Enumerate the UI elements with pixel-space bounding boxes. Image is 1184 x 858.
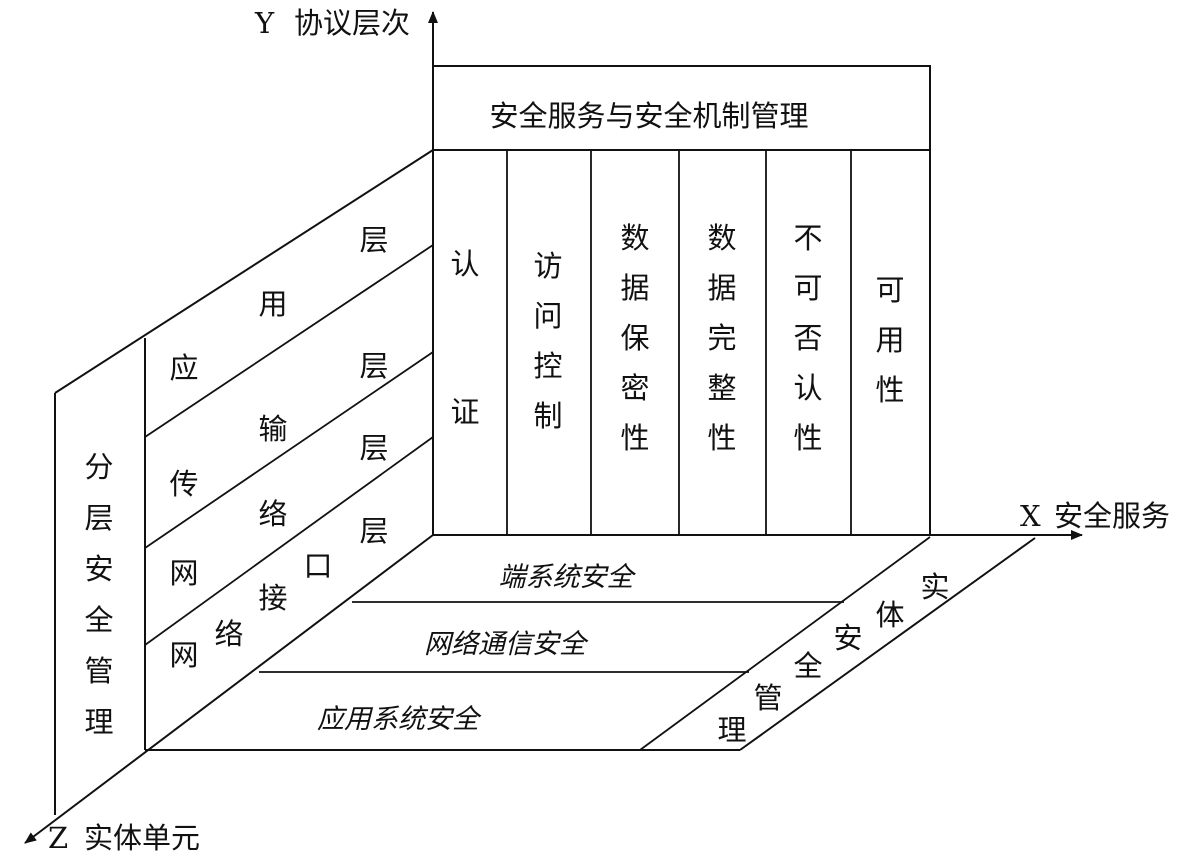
- layered-security-management: 分 层 安 全 管 理: [84, 450, 113, 739]
- col-data-integrity-char: 性: [707, 421, 736, 455]
- col-availability-char: 性: [875, 373, 904, 407]
- floor: 端系统安全 网络通信安全 应用系统安全: [145, 536, 1036, 751]
- network-interface-layer-char: 接: [258, 581, 287, 615]
- col-data-confidentiality-char: 数: [620, 221, 649, 255]
- col-data-integrity-char: 整: [707, 371, 736, 405]
- end-system-security-label: 端系统安全: [499, 562, 637, 593]
- application-layer-char: 用: [258, 287, 287, 321]
- layer-divider: [144, 351, 434, 549]
- application-layer-char: 应: [169, 351, 198, 385]
- left-wall: [54, 149, 434, 815]
- transport-layer-char: 传: [169, 467, 198, 501]
- col-data-integrity-char: 完: [707, 321, 736, 355]
- entity-mgmt-char: 安: [833, 621, 862, 655]
- col-access-control-char: 问: [533, 299, 562, 333]
- col-data-confidentiality-char: 保: [620, 321, 649, 355]
- col-authentication-char: 认: [450, 247, 479, 281]
- network-interface-layer-char: 络: [214, 617, 243, 651]
- layered-mgmt-char: 层: [84, 501, 113, 535]
- entity-security-management: 实 体 安 全 管 理: [717, 570, 949, 747]
- left-wall-top-edge: [54, 149, 434, 394]
- x-axis-label: 安全服务: [1054, 499, 1170, 533]
- network-interface-layer-char: 网: [169, 638, 198, 672]
- col-data-confidentiality-char: 性: [620, 421, 649, 455]
- col-data-confidentiality-char: 据: [620, 271, 649, 305]
- z-axis-line: [24, 534, 434, 844]
- layer-divider: [144, 436, 434, 646]
- network-comm-security-label: 网络通信安全: [424, 629, 589, 660]
- protocol-layers: 应 用 层 传 输 层 网 络 层 网 络 接 口 层: [169, 223, 388, 672]
- transport-layer-char: 层: [359, 349, 388, 383]
- entity-mgmt-char: 体: [875, 598, 904, 632]
- col-data-confidentiality-char: 密: [620, 371, 649, 405]
- col-non-repudiation-char: 否: [793, 321, 822, 355]
- col-non-repudiation-char: 不: [793, 221, 822, 255]
- z-axis-label: 实体单元: [84, 821, 200, 855]
- x-axis-letter: X: [1020, 499, 1041, 533]
- layered-mgmt-char: 管: [84, 654, 113, 688]
- layer-divider: [144, 244, 434, 438]
- network-layer-char: 络: [258, 497, 287, 531]
- network-layer-char: 网: [169, 556, 198, 590]
- layered-mgmt-char: 安: [84, 552, 113, 586]
- y-axis-label: 协议层次: [294, 6, 410, 40]
- network-interface-layer-char: 层: [359, 514, 388, 548]
- col-authentication-char: 证: [450, 395, 479, 429]
- col-availability-char: 用: [875, 323, 904, 357]
- col-data-integrity-char: 据: [707, 271, 736, 305]
- col-availability-char: 可: [875, 273, 904, 307]
- transport-layer-char: 输: [258, 412, 287, 446]
- entity-mgmt-char: 实: [920, 570, 949, 604]
- network-layer-char: 层: [359, 431, 388, 465]
- col-access-control-char: 访: [533, 249, 562, 283]
- layered-mgmt-char: 全: [84, 603, 113, 637]
- floor-right-edge: [739, 537, 1036, 751]
- col-data-integrity-char: 数: [707, 221, 736, 255]
- entity-strip-divider: [639, 536, 931, 751]
- header-box: [432, 65, 931, 151]
- col-access-control-char: 控: [533, 349, 562, 383]
- y-axis-letter: Y: [254, 6, 275, 40]
- z-axis-letter: Z: [48, 821, 68, 855]
- application-system-security-label: 应用系统安全: [317, 704, 482, 735]
- layered-mgmt-char: 理: [84, 705, 113, 739]
- entity-mgmt-char: 管: [753, 681, 782, 715]
- network-interface-layer-char: 口: [303, 549, 332, 583]
- header-title: 安全服务与安全机制管理: [489, 99, 808, 133]
- layered-mgmt-char: 分: [84, 450, 113, 484]
- col-non-repudiation-char: 认: [793, 371, 822, 405]
- service-columns: 认 证 访 问 控 制 数 据 保 密 性 数 据 完 整 性 不 可 否 认 …: [450, 221, 904, 455]
- back-wall: 安全服务与安全机制管理: [432, 65, 931, 535]
- application-layer-char: 层: [359, 223, 388, 257]
- col-access-control-char: 制: [533, 399, 562, 433]
- entity-mgmt-char: 理: [717, 713, 746, 747]
- col-non-repudiation-char: 性: [793, 421, 822, 455]
- entity-mgmt-char: 全: [793, 649, 822, 683]
- col-non-repudiation-char: 可: [793, 271, 822, 305]
